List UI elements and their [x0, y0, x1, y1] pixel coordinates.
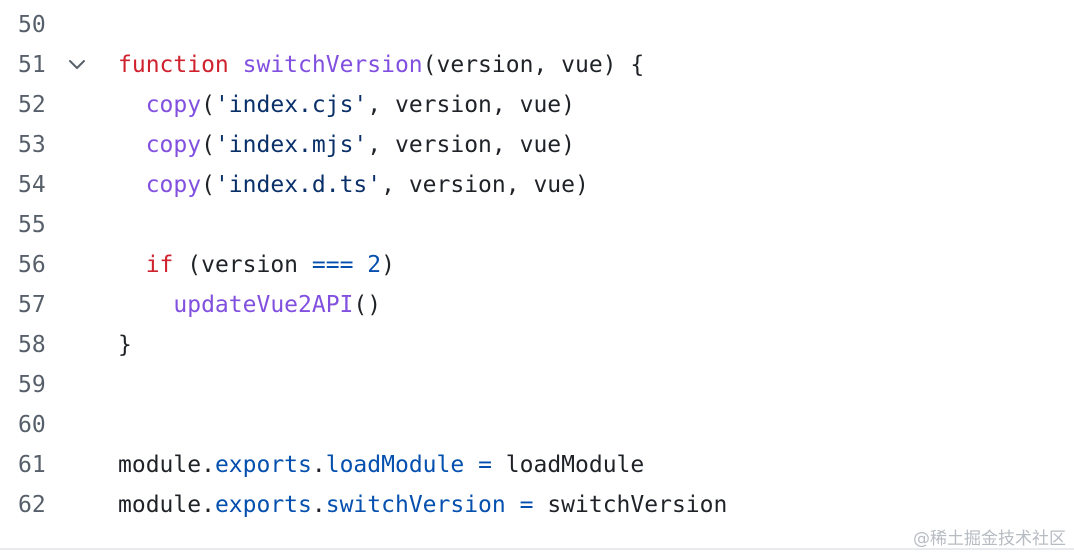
code-text: copy('index.cjs', version, vue): [118, 85, 575, 125]
code-token-prop: switchVersion: [325, 492, 506, 518]
code-token-op: ===: [311, 252, 354, 278]
line-number: 54: [18, 172, 46, 198]
code-token-prop: exports: [214, 492, 312, 518]
code-text: updateVue2API(): [118, 285, 381, 325]
line-number: 51: [18, 52, 46, 78]
code-token-plain: [464, 452, 478, 478]
line-number: 57: [18, 292, 46, 318]
line-number: 53: [18, 132, 46, 158]
bottom-divider: [0, 548, 1074, 550]
code-token-string: 'index.mjs': [214, 132, 368, 158]
code-token-func: copy: [145, 172, 202, 198]
code-token-plain: , version, vue): [367, 92, 575, 118]
code-text: function switchVersion(version, vue) {: [118, 45, 644, 85]
code-line[interactable]: 59: [0, 365, 1074, 405]
code-token-plain: (: [201, 92, 215, 118]
line-number: 55: [18, 212, 46, 238]
code-token-op: =: [519, 492, 534, 518]
code-token-plain: module.: [118, 492, 215, 518]
code-text: if (version === 2): [118, 245, 395, 285]
line-number: 50: [18, 12, 46, 38]
code-token-op: =: [478, 452, 492, 478]
code-token-plain: (version: [173, 252, 312, 278]
line-number: 58: [18, 332, 46, 358]
code-token-plain: [118, 252, 146, 278]
code-token-plain: (: [201, 172, 215, 198]
code-token-plain: , version, vue): [381, 172, 589, 198]
code-token-plain: [118, 92, 146, 118]
chevron-down-icon[interactable]: [66, 56, 88, 74]
code-token-num: 2: [367, 252, 382, 278]
code-token-prop: exports: [214, 452, 312, 478]
code-token-plain: ): [381, 252, 396, 278]
code-line[interactable]: 51 function switchVersion(version, vue) {: [0, 45, 1074, 85]
line-number: 59: [18, 372, 46, 398]
code-token-plain: }: [118, 332, 132, 358]
code-token-plain: (: [201, 132, 215, 158]
code-text: module.exports.loadModule = loadModule: [118, 445, 644, 485]
code-token-prop: loadModule: [325, 452, 465, 478]
line-number: 52: [18, 92, 46, 118]
code-token-func: copy: [145, 132, 202, 158]
code-line[interactable]: 60: [0, 405, 1074, 445]
code-line[interactable]: 53 copy('index.mjs', version, vue): [0, 125, 1074, 165]
code-line[interactable]: 56 if (version === 2): [0, 245, 1074, 285]
code-text: }: [118, 325, 132, 365]
code-line[interactable]: 54 copy('index.d.ts', version, vue): [0, 165, 1074, 205]
code-token-plain: , version, vue): [367, 132, 575, 158]
code-token-func: updateVue2API: [173, 292, 354, 318]
code-line[interactable]: 50: [0, 5, 1074, 45]
code-token-plain: [118, 132, 146, 158]
code-token-plain: [118, 172, 146, 198]
code-token-string: 'index.cjs': [214, 92, 368, 118]
code-text: copy('index.d.ts', version, vue): [118, 165, 589, 205]
code-line[interactable]: 55: [0, 205, 1074, 245]
code-token-plain: [229, 52, 243, 78]
line-number: 60: [18, 412, 46, 438]
code-line[interactable]: 57 updateVue2API(): [0, 285, 1074, 325]
code-line[interactable]: 58}: [0, 325, 1074, 365]
code-token-string: 'index.d.ts': [214, 172, 382, 198]
line-number: 62: [18, 492, 46, 518]
code-token-plain: module.: [118, 452, 215, 478]
code-token-plain: [506, 492, 520, 518]
code-token-func: copy: [145, 92, 202, 118]
code-token-plain: [118, 292, 173, 318]
line-number: 56: [18, 252, 46, 278]
code-token-plain: [353, 252, 367, 278]
code-token-plain: .: [311, 452, 326, 478]
code-token-plain: .: [311, 492, 326, 518]
code-line[interactable]: 52 copy('index.cjs', version, vue): [0, 85, 1074, 125]
code-token-plain: (): [353, 292, 382, 318]
watermark: @稀土掘金技术社区: [913, 529, 1066, 549]
code-token-keyword: function: [118, 52, 229, 78]
line-number: 61: [18, 452, 46, 478]
code-text: module.exports.switchVersion = switchVer…: [118, 485, 727, 525]
code-token-plain: switchVersion: [533, 492, 728, 518]
code-token-keyword: if: [145, 252, 174, 278]
code-token-plain: (version, vue) {: [422, 52, 645, 78]
code-token-plain: loadModule: [491, 452, 645, 478]
code-token-func: switchVersion: [242, 52, 423, 78]
code-text: copy('index.mjs', version, vue): [118, 125, 575, 165]
